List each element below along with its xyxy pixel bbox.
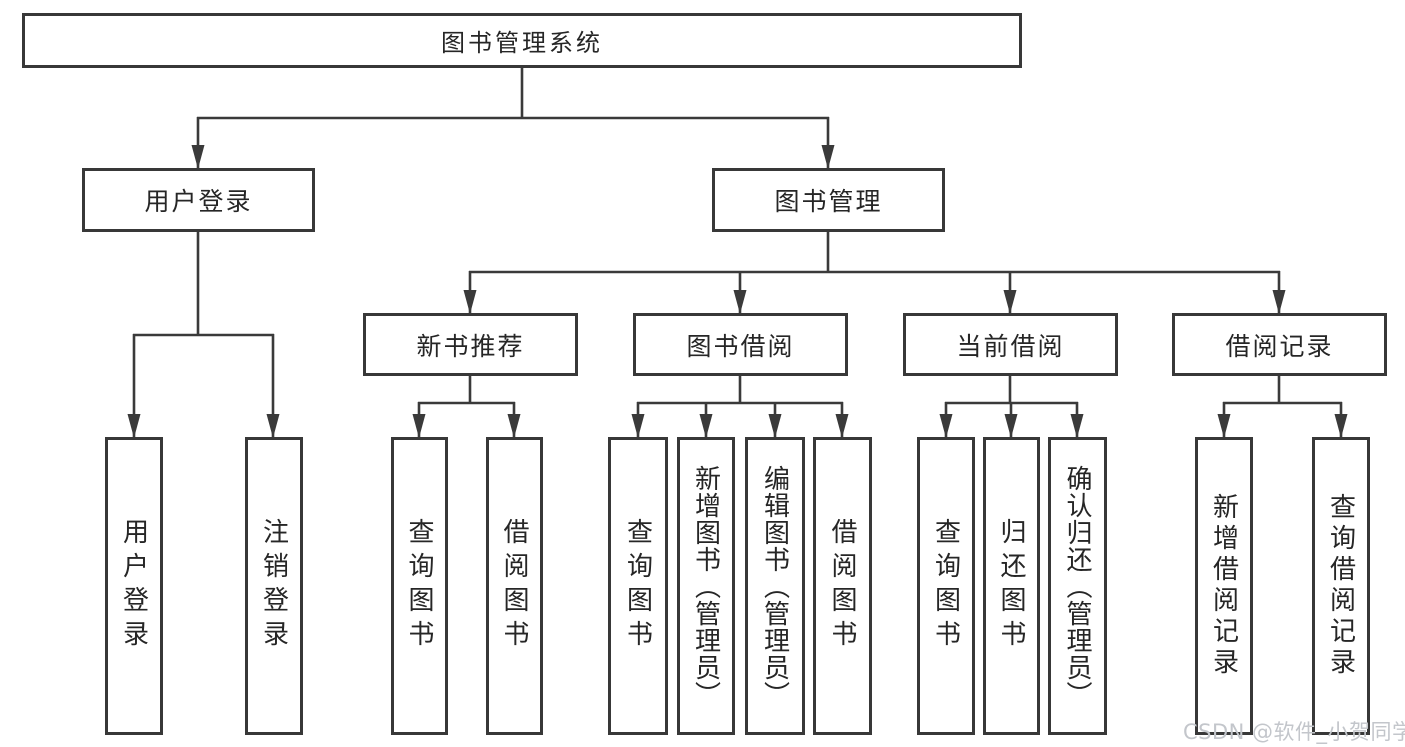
node-user-login-label: 用户登录 [144,187,253,216]
leaf-confirm-return-admin-label: 确认归还（管理员） [1062,464,1092,708]
node-borrow-record-label: 借阅记录 [1225,331,1334,361]
leaf-add-book-admin: 新增图书（管理员） [677,437,735,735]
node-root-label: 图书管理系统 [441,29,603,57]
leaf-query-book-2: 查询图书 [608,437,668,735]
node-root-system: 图书管理系统 [22,13,1022,68]
node-book-borrow-label: 图书借阅 [686,331,795,361]
leaf-add-book-admin-label: 新增图书（管理员） [690,464,721,708]
leaf-return-book-label: 归还图书 [996,518,1026,654]
node-book-management-label: 图书管理 [774,187,883,216]
node-user-login: 用户登录 [82,168,315,232]
csdn-watermark: CSDN @软件_小贺同学 [1183,720,1405,744]
leaf-logout-login: 注销登录 [245,437,303,735]
leaf-borrow-book-2-label: 借阅图书 [827,518,857,654]
node-new-book-recommend-label: 新书推荐 [416,331,525,361]
leaf-add-borrow-record-label: 新增借阅记录 [1208,493,1239,679]
leaf-query-book-3: 查询图书 [917,437,975,735]
leaf-query-book-2-label: 查询图书 [622,518,653,654]
node-new-book-recommend: 新书推荐 [363,313,578,376]
node-book-borrow: 图书借阅 [633,313,848,376]
leaf-add-borrow-record: 新增借阅记录 [1195,437,1253,735]
leaf-query-borrow-record: 查询借阅记录 [1312,437,1370,735]
node-current-borrow-label: 当前借阅 [956,331,1065,361]
leaf-query-book-1: 查询图书 [391,437,448,735]
node-current-borrow: 当前借阅 [903,313,1118,376]
node-borrow-record: 借阅记录 [1172,313,1387,376]
leaf-edit-book-admin-label: 编辑图书（管理员） [759,464,790,708]
leaf-user-login: 用户登录 [105,437,163,735]
leaf-borrow-book-1: 借阅图书 [486,437,543,735]
leaf-confirm-return-admin: 确认归还（管理员） [1048,437,1107,735]
leaf-borrow-book-2: 借阅图书 [813,437,872,735]
node-book-management: 图书管理 [712,168,945,232]
leaf-query-book-3-label: 查询图书 [930,518,961,654]
leaf-borrow-book-1-label: 借阅图书 [499,518,529,654]
leaf-query-borrow-record-label: 查询借阅记录 [1325,493,1356,679]
leaf-logout-login-label: 注销登录 [258,518,289,654]
leaf-user-login-label: 用户登录 [118,518,149,654]
leaf-edit-book-admin: 编辑图书（管理员） [745,437,805,735]
leaf-query-book-1-label: 查询图书 [404,518,434,654]
leaf-return-book: 归还图书 [983,437,1040,735]
